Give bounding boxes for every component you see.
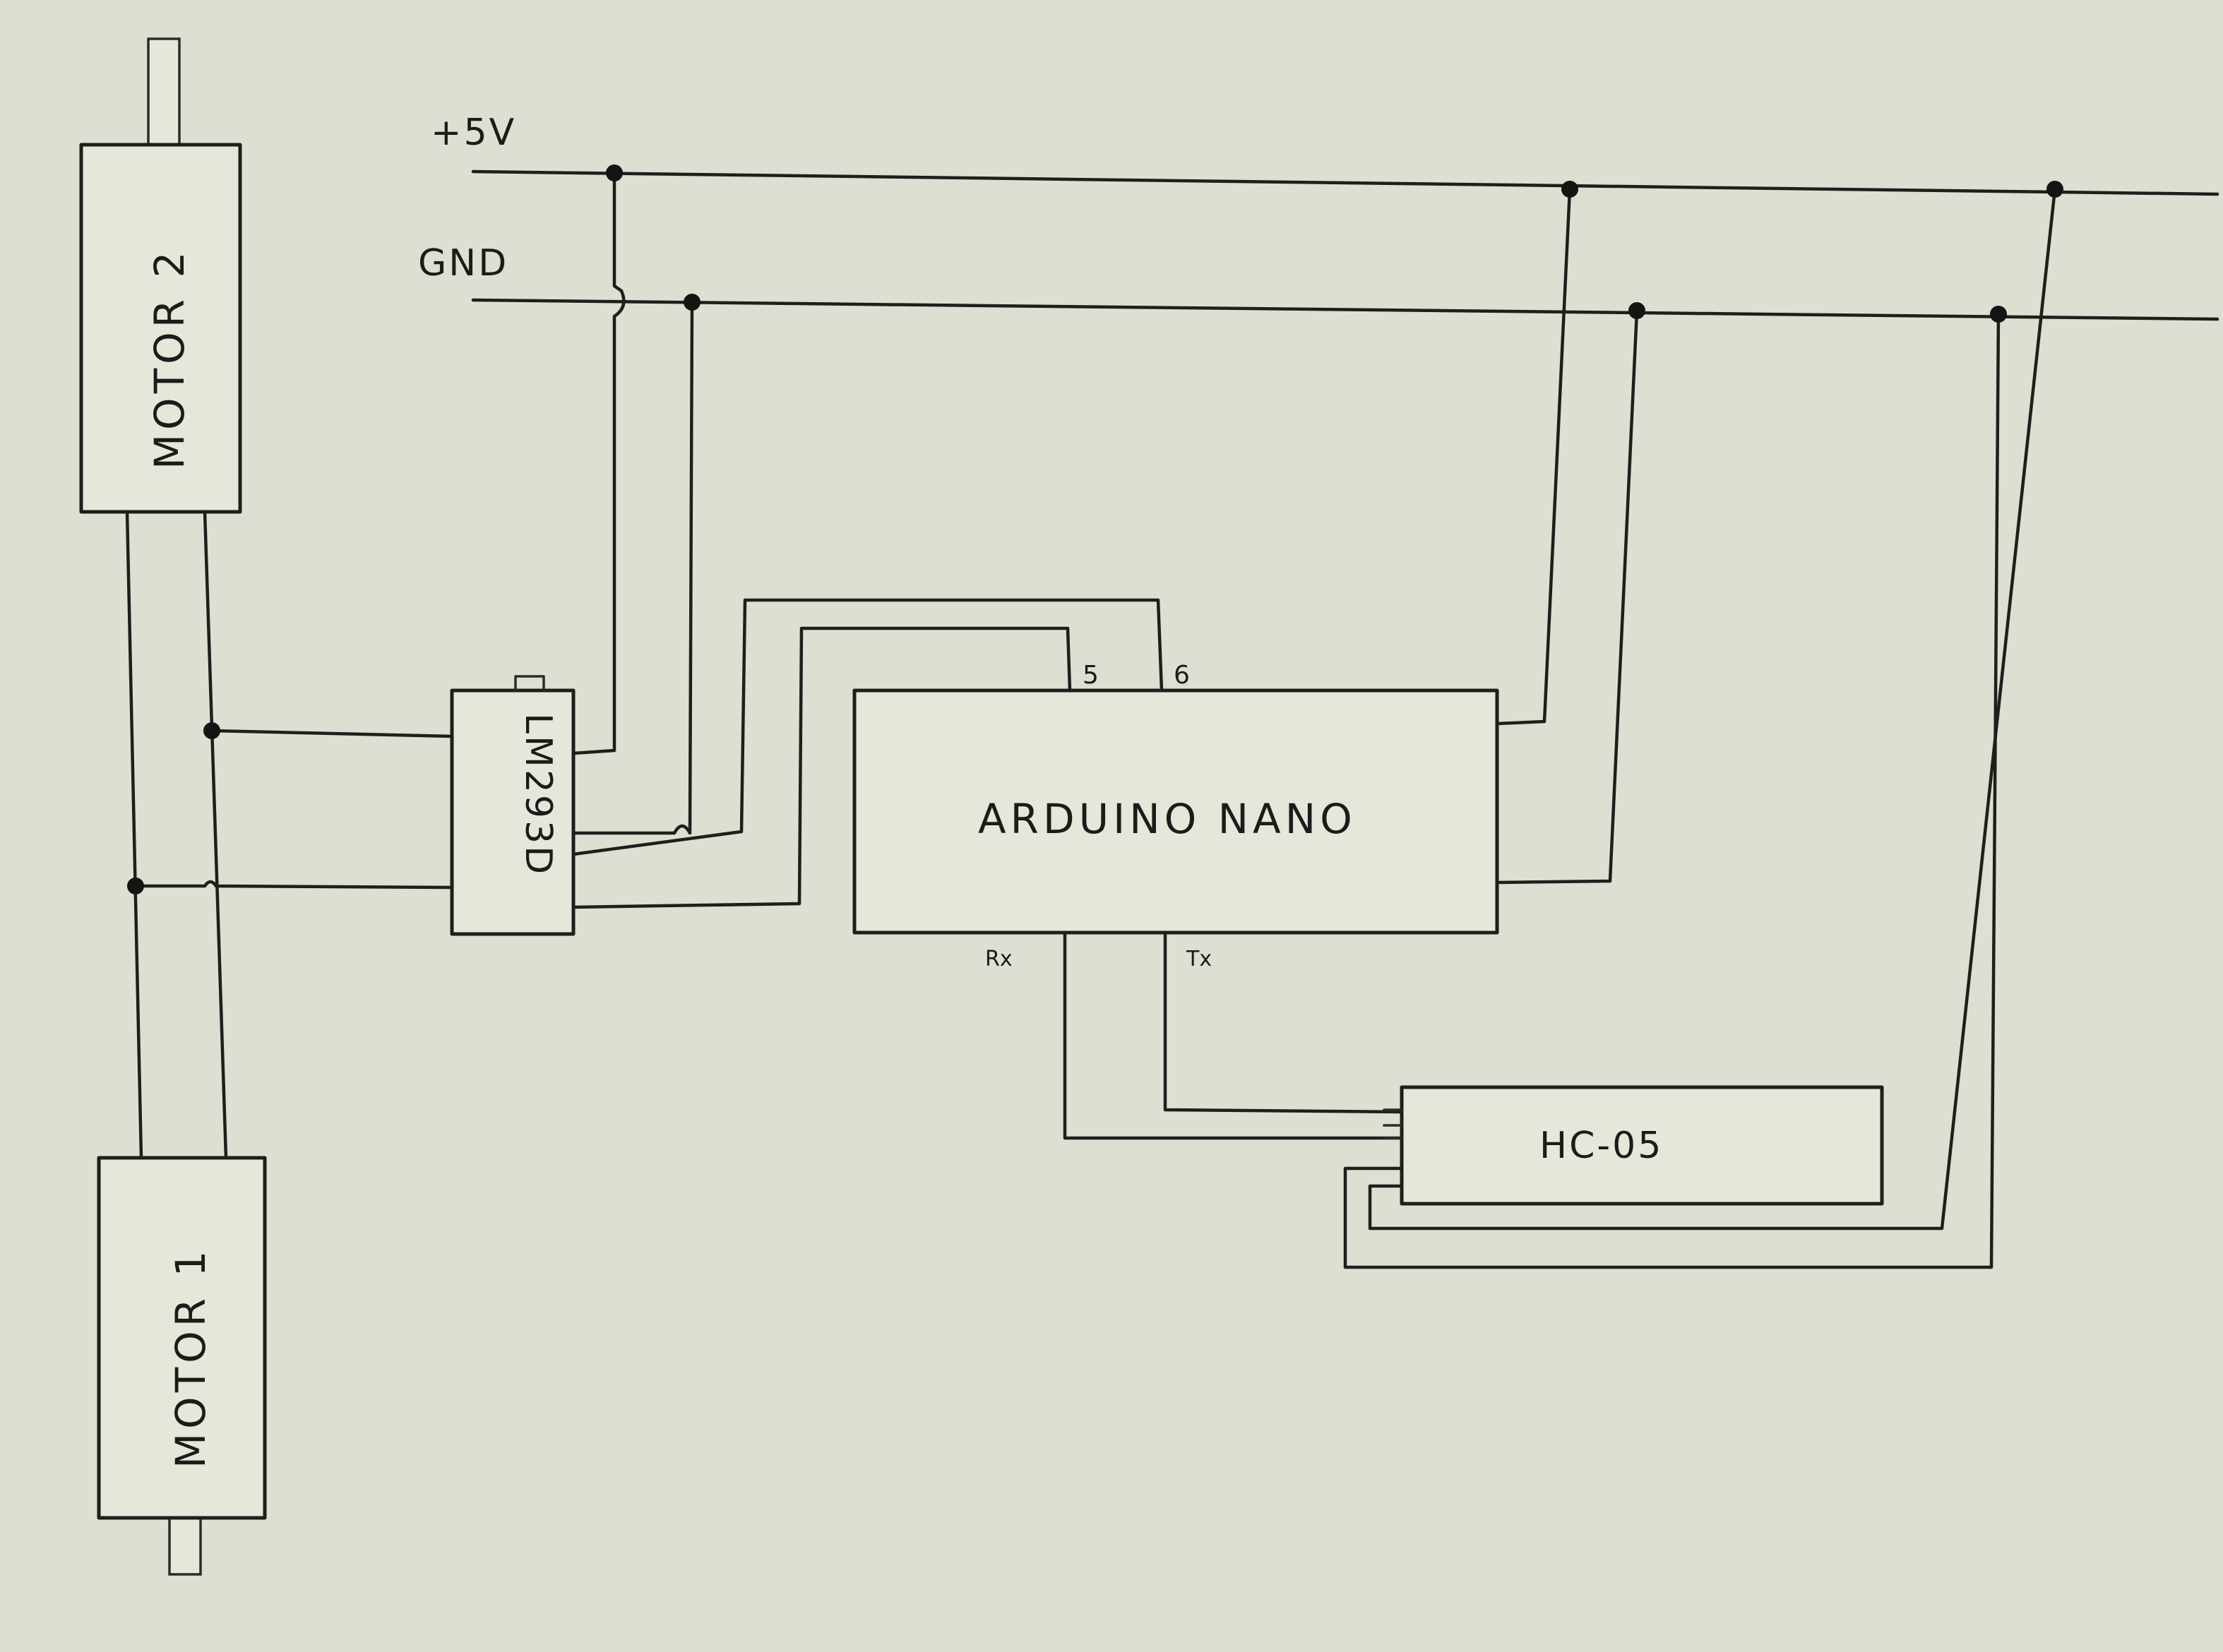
hc05-pin-stub <box>1383 1108 1403 1139</box>
nano-label: ARDUINO NANO <box>978 795 1357 843</box>
junction-dot <box>606 164 623 181</box>
nano-pin5-label: 5 <box>1083 661 1099 690</box>
hc05-vcc-wire <box>1368 187 2057 1231</box>
gnd-rail <box>471 298 2219 321</box>
motor1-label: MOTOR 1 <box>167 1247 215 1468</box>
control-wire-pin6 <box>571 598 1164 856</box>
junction-dot <box>1628 302 1645 319</box>
rx-wire <box>1063 930 1404 1140</box>
nano-gnd-wire <box>1495 309 1639 885</box>
motor1-body <box>97 1156 267 1520</box>
hc05-body <box>1400 1085 1884 1206</box>
motor-lead-b <box>203 510 228 1160</box>
vcc-rail <box>471 169 2219 196</box>
junction-dot <box>684 294 701 311</box>
hc05-gnd-wire <box>1343 312 2001 1269</box>
junction-dot <box>2046 181 2063 198</box>
motor2-shaft <box>147 37 181 150</box>
driver-notch <box>514 675 545 692</box>
nano-body <box>852 688 1499 935</box>
motor2-body <box>79 143 242 514</box>
tx-wire <box>1163 930 1404 1114</box>
nano-rx-label: Rx <box>985 947 1013 971</box>
motor-to-driver-2 <box>133 880 454 890</box>
driver-body <box>450 688 576 936</box>
driver-vcc-wire <box>571 171 626 755</box>
nano-pin6-label: 6 <box>1174 661 1190 690</box>
nano-tx-label: Tx <box>1186 947 1212 971</box>
gnd-label: GND <box>418 242 508 285</box>
motor-lead-a <box>125 510 143 1160</box>
junction-dot <box>203 722 220 739</box>
junction-dot <box>1561 181 1578 198</box>
vcc-label: +5V <box>431 112 516 154</box>
control-wire-pin5 <box>571 626 1072 909</box>
driver-label: LM293D <box>517 713 559 876</box>
motor-to-driver-1 <box>210 729 454 738</box>
junction-dot <box>1990 306 2007 323</box>
motor2-label: MOTOR 2 <box>145 248 193 469</box>
junction-dot <box>127 878 144 894</box>
motor1-shaft <box>168 1516 202 1576</box>
hc05-label: HC-05 <box>1539 1125 1663 1167</box>
driver-gnd-wire <box>571 300 694 835</box>
nano-vcc-wire <box>1495 187 1572 726</box>
